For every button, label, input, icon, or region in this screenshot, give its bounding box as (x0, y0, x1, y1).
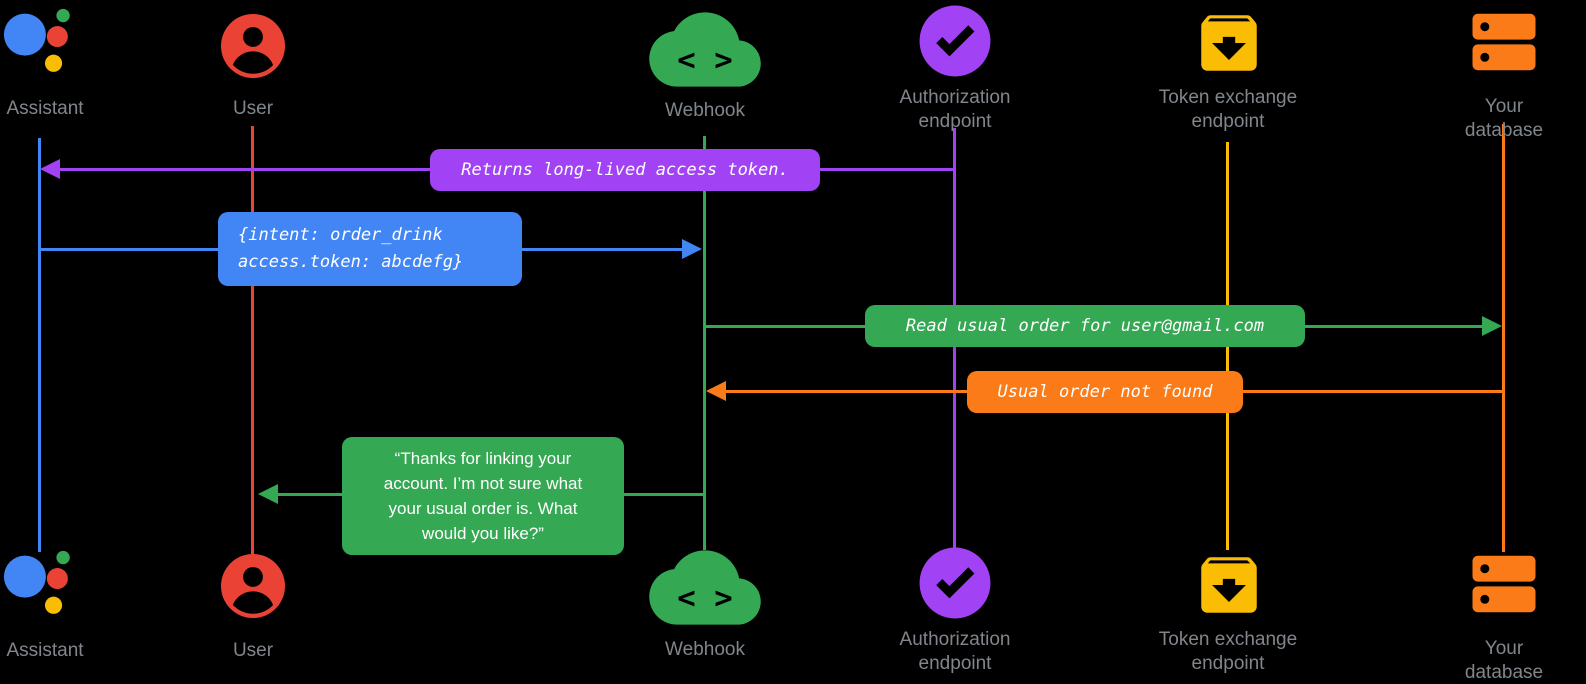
read-order-arrowhead-icon (1482, 316, 1502, 336)
token-exchange-label-line2: endpoint (1191, 653, 1265, 674)
not-found-text: Usual order not found (997, 381, 1213, 402)
webhook-label-top: Webhook (665, 100, 745, 121)
intent-message: {intent: order_drink access.token: abcde… (218, 212, 522, 286)
assistant-icon (3, 550, 70, 614)
assistant-reply-line4: would you like?” (422, 524, 544, 543)
intent-text-line2: access.token: abcdefg} (238, 252, 464, 272)
database-icon (1472, 13, 1536, 71)
authorization-label-top: Authorization endpoint (895, 86, 1015, 134)
webhook-code-glyph: < > (677, 43, 732, 78)
token-exchange-icon (1201, 15, 1257, 71)
database-label-top: Your database (1464, 96, 1544, 141)
user-icon (220, 13, 286, 79)
assistant-reply-message: “Thanks for linking your account. I’m no… (342, 437, 624, 555)
not-found-arrowhead-icon (706, 381, 726, 401)
user-icon (220, 553, 286, 619)
assistant-label-bottom: Assistant (6, 640, 84, 661)
token-exchange-label-top: Token exchange endpoint (1158, 86, 1298, 134)
webhook-code-glyph: < > (677, 581, 732, 616)
authorization-label-line2: endpoint (918, 653, 992, 674)
returns-token-arrowhead-icon (40, 159, 60, 179)
read-order-text: Read usual order for user@gmail.com (905, 315, 1265, 336)
assistant-lifeline (38, 138, 41, 552)
database-lifeline (1502, 124, 1505, 552)
reply-arrowhead-icon (258, 484, 278, 504)
assistant-label-top: Assistant (6, 98, 84, 119)
authorization-label-bottom: Authorization endpoint (895, 628, 1015, 676)
webhook-lifeline (703, 136, 706, 550)
database-label-bottom: Your database (1464, 638, 1544, 683)
user-label-top: User (232, 98, 274, 119)
authorization-label-line2: endpoint (918, 111, 992, 132)
user-lifeline (251, 126, 254, 554)
assistant-reply-line3: your usual order is. What (388, 499, 578, 518)
webhook-icon: < > (649, 12, 761, 87)
assistant-reply-line2: account. I’m not sure what (383, 474, 583, 493)
webhook-icon: < > (649, 550, 761, 625)
token-exchange-label-line1: Token exchange (1158, 629, 1298, 650)
token-exchange-label-line1: Token exchange (1158, 87, 1298, 108)
webhook-label-bottom: Webhook (665, 639, 745, 660)
assistant-reply-line1: “Thanks for linking your (394, 449, 572, 468)
token-exchange-label-line2: endpoint (1191, 111, 1265, 132)
returns-token-text: Returns long-lived access token. (461, 159, 789, 180)
returns-token-message: Returns long-lived access token. (430, 149, 820, 191)
authorization-label-line1: Authorization (899, 629, 1011, 650)
assistant-icon (3, 8, 70, 72)
user-label-bottom: User (232, 640, 274, 661)
authorization-icon (919, 547, 991, 619)
authorization-icon (919, 5, 991, 77)
read-order-message: Read usual order for user@gmail.com (865, 305, 1305, 347)
token-exchange-label-bottom: Token exchange endpoint (1158, 628, 1298, 676)
intent-text-line1: {intent: order_drink (238, 225, 443, 245)
intent-arrowhead-icon (682, 239, 702, 259)
database-icon (1472, 555, 1536, 613)
not-found-message: Usual order not found (967, 371, 1243, 413)
authorization-label-line1: Authorization (899, 87, 1011, 108)
token-exchange-icon (1201, 557, 1257, 613)
